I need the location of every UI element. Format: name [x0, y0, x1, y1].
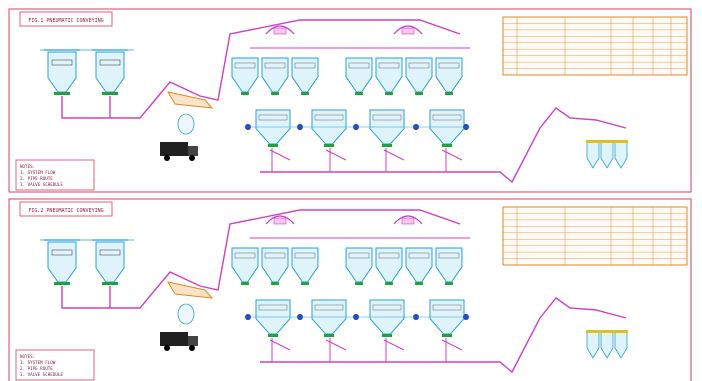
notes-box [15, 349, 95, 381]
hopper-icon [255, 299, 291, 337]
note-line: NOTES: [20, 164, 35, 169]
hopper-icon [231, 57, 259, 95]
pipe-icon [269, 339, 463, 351]
panel-frame [8, 8, 692, 193]
hopper-icon [177, 303, 195, 325]
data-table [502, 206, 688, 266]
panel-2: FIG.2 PNEUMATIC CONVEYING NOTES:1. SYSTEM… [8, 198, 692, 381]
hopper-icon [375, 57, 403, 95]
hopper-icon [255, 109, 291, 147]
hopper-icon [600, 331, 614, 359]
pipe-icon [265, 25, 295, 35]
panel-title: FIG.2 PNEUMATIC CONVEYING [28, 208, 103, 214]
hopper-icon [369, 109, 405, 147]
hopper-icon [586, 331, 600, 359]
hopper-icon [311, 299, 347, 337]
feeder-icon [166, 281, 214, 299]
header-bar [586, 330, 628, 333]
title-box [19, 11, 113, 27]
valve-icon [273, 217, 287, 225]
panel-frame [8, 198, 692, 381]
valve-icon [273, 27, 287, 35]
hopper-icon [375, 247, 403, 285]
hopper-icon [291, 247, 319, 285]
hopper-icon [311, 109, 347, 147]
hopper-icon [429, 109, 465, 147]
data-table [502, 16, 688, 76]
valve-icon [401, 217, 415, 225]
pipe-icon [61, 19, 461, 119]
silo-icon [44, 49, 80, 95]
pipe-icon [260, 107, 627, 184]
hopper-icon [291, 57, 319, 95]
pipe-icon [269, 149, 463, 161]
note-line: 1. SYSTEM FLOW [20, 360, 56, 365]
note-line: 2. PIPE ROUTE [20, 366, 53, 371]
hopper-icon [614, 331, 628, 359]
pipe-icon [393, 25, 423, 35]
pipe-icon [61, 209, 461, 309]
hopper-icon [614, 141, 628, 169]
hopper-icon [405, 57, 433, 95]
silo-icon [92, 239, 128, 285]
hopper-icon [600, 141, 614, 169]
hopper-icon [261, 57, 289, 95]
title-box [19, 201, 113, 217]
note-line: NOTES: [20, 354, 35, 359]
pipe-icon [260, 297, 627, 374]
hopper-icon [435, 247, 463, 285]
hopper-icon [405, 247, 433, 285]
note-line: 3. VALVE SCHEDULE [20, 182, 63, 187]
pipe-icon [393, 215, 423, 225]
truck-icon [160, 142, 198, 161]
note-line: 2. PIPE ROUTE [20, 176, 53, 181]
hopper-icon [177, 113, 195, 135]
panel-title: FIG.1 PNEUMATIC CONVEYING [28, 18, 103, 24]
note-line: 3. VALVE SCHEDULE [20, 372, 63, 377]
silo-icon [92, 49, 128, 95]
notes-box [15, 159, 95, 191]
panel-1: FIG.1 PNEUMATIC CONVEYING NOTES:1. SYSTEM… [8, 8, 692, 193]
silo-icon [44, 239, 80, 285]
valve-icon [401, 27, 415, 35]
header-bar [586, 140, 628, 143]
hopper-icon [586, 141, 600, 169]
truck-icon [160, 332, 198, 351]
hopper-icon [369, 299, 405, 337]
pipe-icon [265, 215, 295, 225]
feeder-icon [166, 91, 214, 109]
hopper-icon [345, 57, 373, 95]
note-line: 1. SYSTEM FLOW [20, 170, 56, 175]
hopper-icon [231, 247, 259, 285]
hopper-icon [435, 57, 463, 95]
hopper-icon [429, 299, 465, 337]
hopper-icon [261, 247, 289, 285]
hopper-icon [345, 247, 373, 285]
